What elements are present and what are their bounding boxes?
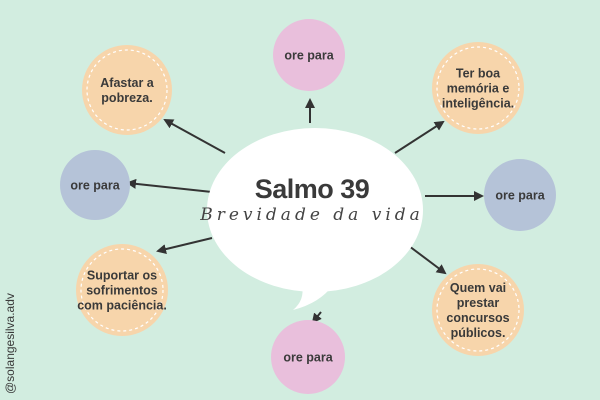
node-text: Suportar os — [87, 269, 157, 283]
node-text: públicos. — [451, 326, 506, 340]
subtitle: Brevidade da vida — [199, 205, 424, 225]
arrow-top-left — [163, 119, 226, 154]
node-dashed-ring — [436, 46, 520, 130]
title: Salmo 39 — [255, 174, 370, 204]
handle: @solangesilva.adv — [3, 293, 17, 394]
node-circle — [432, 42, 524, 134]
node-circle — [432, 264, 524, 356]
node-dashed-ring — [80, 248, 164, 332]
arrow-left — [126, 178, 213, 193]
arrow-bottom — [311, 311, 322, 324]
node-text: ore para — [283, 351, 333, 365]
node-circle — [60, 150, 130, 220]
node-text: Ter boa — [456, 67, 501, 81]
node-circle — [271, 320, 345, 394]
node-circle — [273, 19, 345, 91]
node-text: ore para — [495, 189, 545, 203]
node-right: ore para — [484, 159, 556, 231]
node-text: Quem vai — [450, 281, 506, 295]
node-dashed-ring — [436, 268, 520, 352]
node-text: ore para — [284, 49, 334, 63]
node-text: inteligência. — [442, 97, 514, 111]
node-text: prestar — [457, 296, 500, 310]
node-left: ore para — [60, 150, 130, 220]
arrow-top-right — [394, 120, 445, 154]
arrow-bottom-left — [156, 237, 213, 254]
node-text: ore para — [70, 179, 120, 193]
node-circle — [484, 159, 556, 231]
arrow-bottom-right — [404, 242, 447, 275]
node-top: ore para — [273, 19, 345, 91]
node-bottom: ore para — [271, 320, 345, 394]
node-text: com paciência. — [77, 299, 167, 313]
node-circle — [76, 244, 168, 336]
node-text: concursos — [446, 311, 509, 325]
node-text: Afastar a — [100, 76, 155, 90]
node-text: memória e — [447, 82, 510, 96]
node-text: pobreza. — [101, 91, 152, 105]
node-circle — [82, 45, 172, 135]
node-dashed-ring — [86, 49, 168, 131]
speech-bubble: Salmo 39 Brevidade da vida — [199, 128, 424, 310]
node-text: sofrimentos — [86, 284, 158, 298]
